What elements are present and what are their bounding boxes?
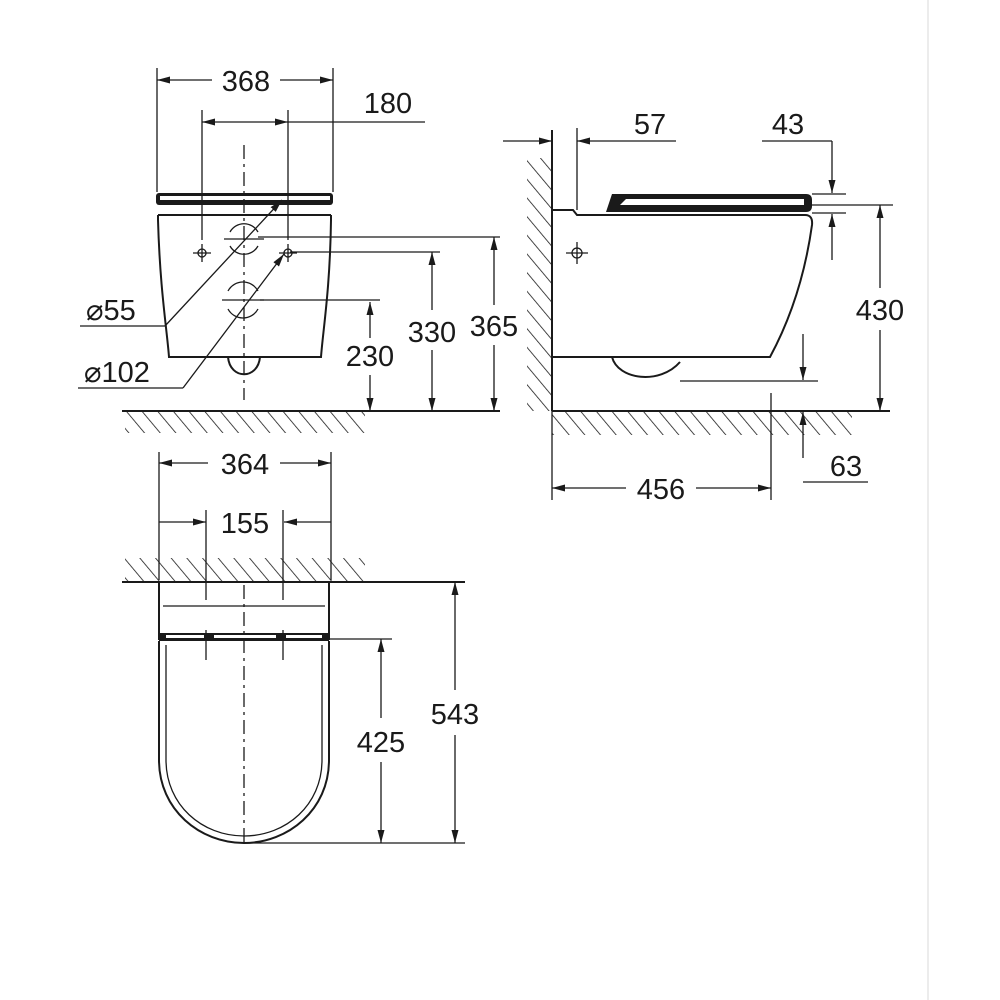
dim-inlet-diameter: ⌀55 [86, 295, 136, 327]
dim-plan-543: 543 [431, 699, 479, 731]
dim-side-63: 63 [830, 451, 862, 483]
dim-side-43: 43 [772, 109, 804, 141]
front-bowl [157, 215, 332, 358]
dim-side-456: 456 [637, 474, 685, 506]
dim-front-368: 368 [222, 66, 270, 98]
wall-hatch [527, 158, 552, 411]
dim-plan-155: 155 [221, 508, 269, 540]
dim-front-330: 330 [408, 317, 456, 349]
dim-side-57: 57 [634, 109, 666, 141]
floor-hatch-side [552, 411, 852, 435]
dim-front-365: 365 [470, 311, 518, 343]
dim-side-430: 430 [856, 295, 904, 327]
dim-front-230: 230 [346, 341, 394, 373]
front-view: 368 180 ⌀55 ⌀102 230 330 365 [78, 66, 518, 433]
dim-plan-425: 425 [357, 727, 405, 759]
dim-outlet-diameter: ⌀102 [84, 357, 150, 389]
side-outlet [611, 356, 681, 378]
side-bowl [552, 209, 814, 358]
plan-wall-hatch [125, 558, 365, 582]
inlet-circle [224, 223, 264, 255]
front-fixing-holes [193, 244, 297, 262]
dim-plan-364: 364 [221, 449, 269, 481]
plan-view: 364 155 425 543 [122, 449, 479, 845]
dim-front-180: 180 [364, 88, 412, 120]
side-view: 57 43 430 63 456 [503, 109, 904, 506]
outlet-circle [222, 281, 264, 319]
floor-hatch-front [125, 411, 365, 433]
